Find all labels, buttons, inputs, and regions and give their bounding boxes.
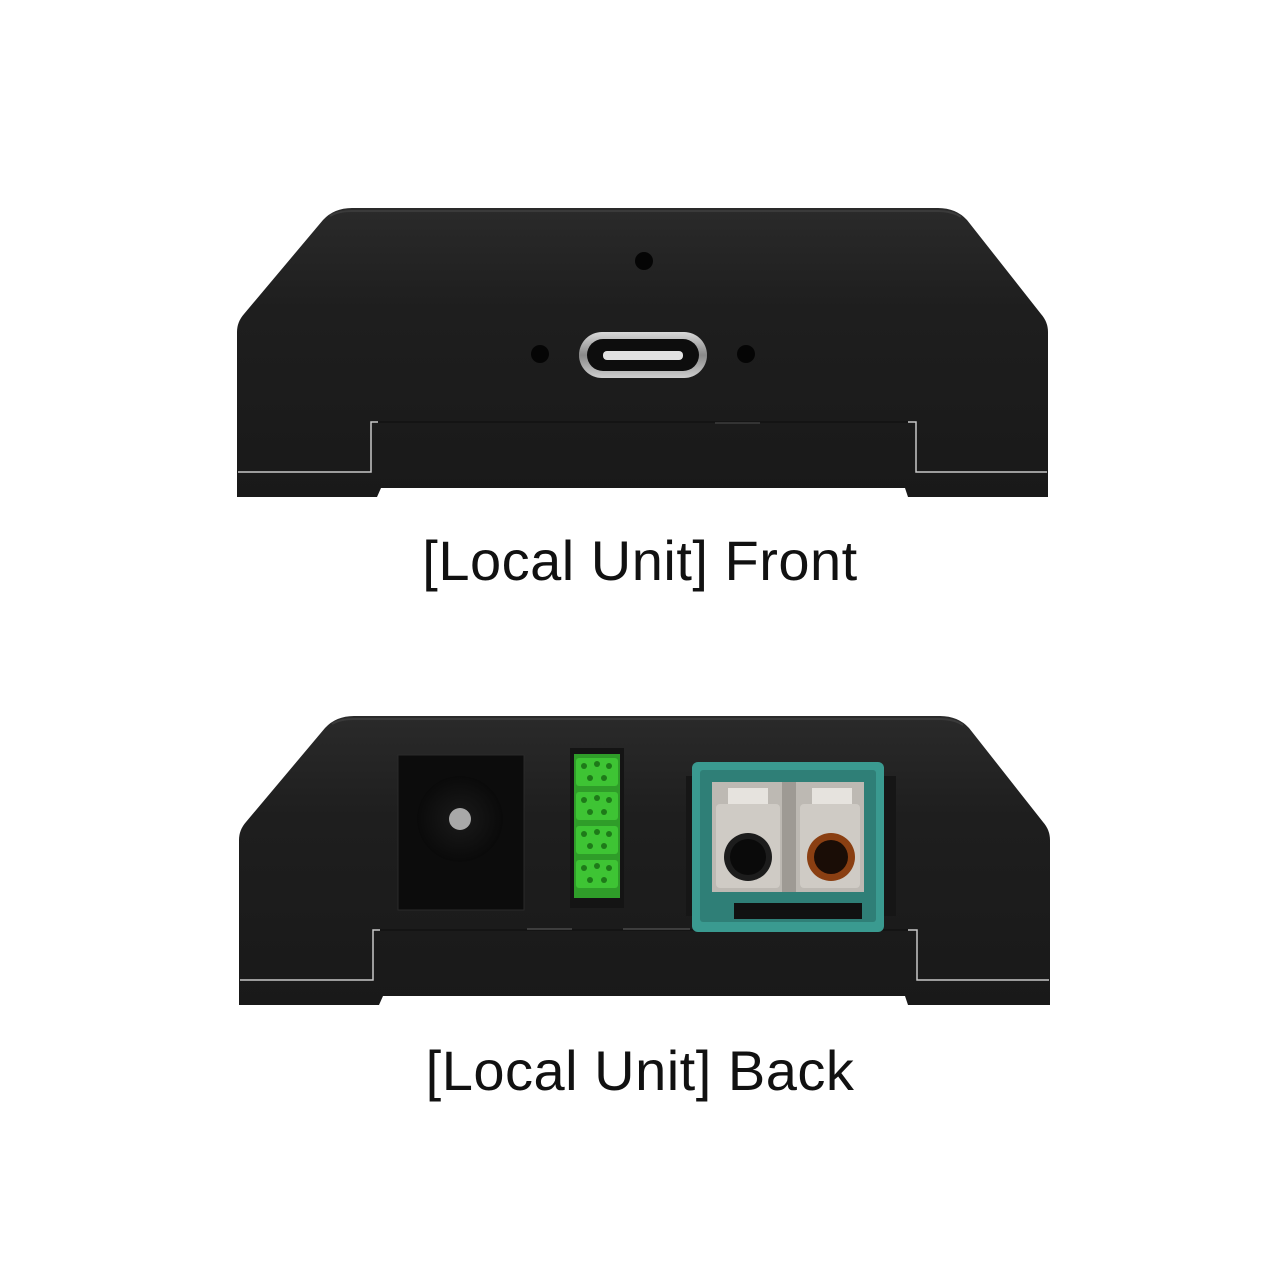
local-unit-back-view — [0, 708, 1280, 1008]
front-hole-top — [635, 252, 653, 270]
back-housing — [239, 716, 1050, 1005]
back-channel-right — [908, 929, 1049, 981]
dc-barrel-jack-icon — [397, 754, 525, 911]
terminal-block-icon — [570, 748, 624, 908]
back-caption: [Local Unit] Back — [425, 1039, 855, 1102]
usb-c-port-icon — [579, 332, 707, 378]
front-top-edge — [329, 210, 962, 218]
local-unit-front-view — [0, 200, 1280, 500]
front-enclosure-drawing — [237, 208, 1048, 497]
front-caption: [Local Unit] Front — [422, 529, 858, 592]
front-hole-left — [531, 345, 549, 363]
front-channel-right — [908, 421, 1047, 473]
back-channel-left — [240, 929, 380, 981]
front-channel-left — [238, 421, 378, 473]
lc-duplex-fiber-port-icon — [686, 762, 896, 932]
back-enclosure-drawing — [239, 716, 1050, 1005]
front-hole-right — [737, 345, 755, 363]
